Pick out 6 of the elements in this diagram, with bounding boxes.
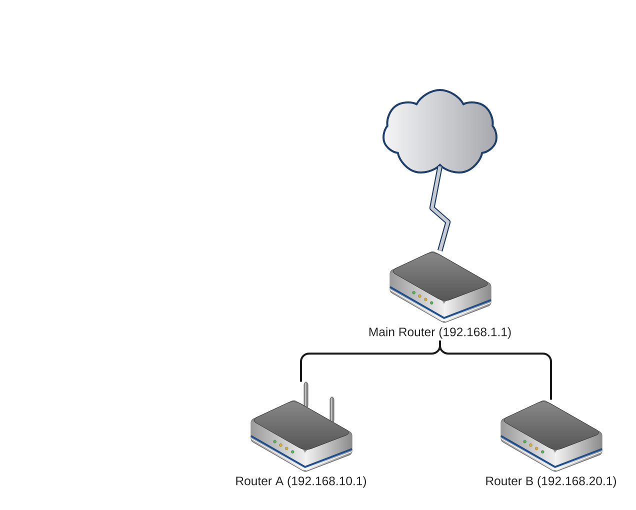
connector-line (439, 340, 552, 400)
cloud (382, 89, 498, 174)
router-label: Router B (192.168.20.1) (486, 476, 616, 488)
router-label: Main Router (192.168.1.1) (369, 327, 511, 339)
lightning-bolt (429, 166, 451, 252)
router-label: Router A (192.168.10.1) (236, 476, 366, 488)
